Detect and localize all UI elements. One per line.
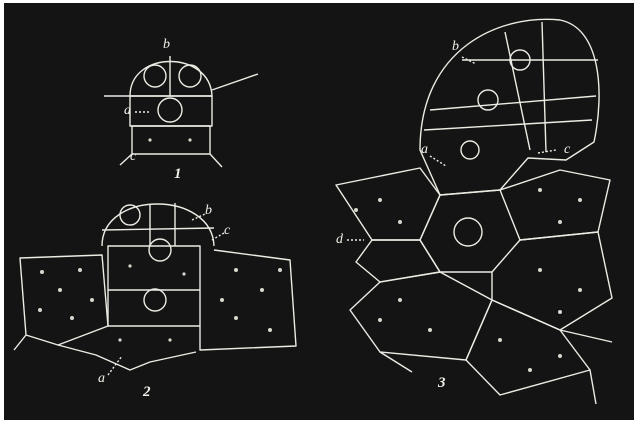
- figure-3-label-b: b: [452, 40, 459, 54]
- figure-3-number: 3: [438, 376, 446, 391]
- figure-2-number: 2: [143, 385, 151, 400]
- plate-background: [4, 3, 634, 420]
- figure-1-label-b: b: [163, 38, 170, 52]
- figure-3-label-c: c: [564, 143, 570, 157]
- figure-1-number: 1: [174, 167, 182, 182]
- figure-1-label-c: c: [130, 150, 136, 164]
- figure-2-label-a: a: [98, 372, 105, 386]
- figure-3-label-d: d: [336, 233, 343, 247]
- figure-2-label-b: b: [205, 204, 212, 218]
- figure-2-label-c: c: [224, 224, 230, 238]
- figure-1-label-a: a: [124, 104, 131, 118]
- figure-3-label-a: a: [421, 143, 428, 157]
